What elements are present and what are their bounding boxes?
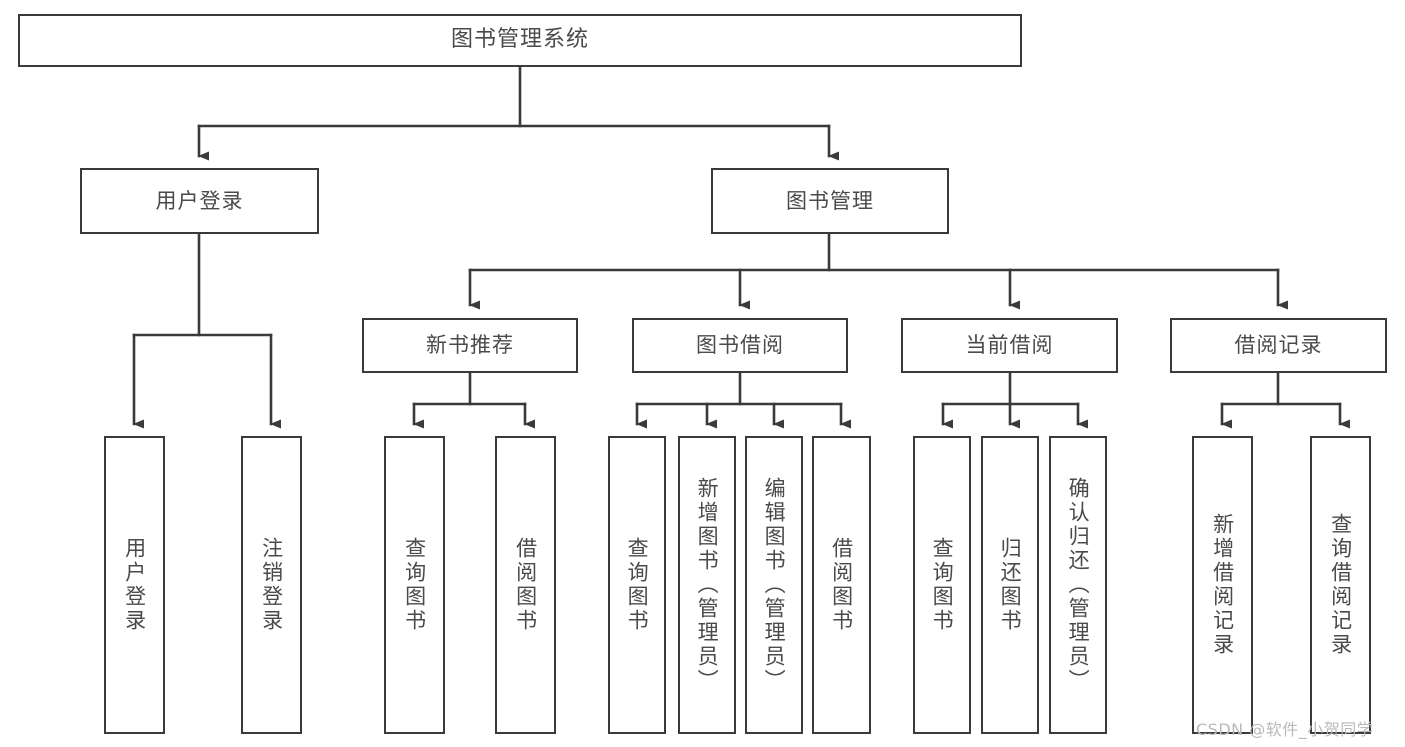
node-current-borrow[interactable]: 当前借阅 [901, 318, 1118, 373]
node-root-label: 图书管理系统 [450, 27, 589, 53]
node-current-borrow-label: 当前借阅 [965, 333, 1054, 358]
node-book-borrow-label: 图书借阅 [696, 333, 784, 358]
leaf-query-book-1[interactable]: 查询图书 [384, 436, 445, 734]
leaf-borrow-book-1-label: 借阅图书 [513, 537, 538, 633]
node-user-login[interactable]: 用户登录 [80, 168, 319, 234]
leaf-query-record[interactable]: 查询借阅记录 [1310, 436, 1371, 734]
leaf-return-book[interactable]: 归还图书 [981, 436, 1039, 734]
leaf-add-record-label: 新增借阅记录 [1210, 513, 1235, 657]
leaf-add-book[interactable]: 新增图书（管理员） [678, 436, 736, 734]
node-user-login-label: 用户登录 [155, 188, 244, 213]
watermark-text: CSDN @软件_小贺同学 [1196, 720, 1374, 739]
leaf-query-book-2[interactable]: 查询图书 [608, 436, 666, 734]
leaf-borrow-book-1[interactable]: 借阅图书 [495, 436, 556, 734]
node-new-book-rec[interactable]: 新书推荐 [362, 318, 578, 373]
leaf-query-book-3-label: 查询图书 [930, 537, 955, 633]
node-borrow-record[interactable]: 借阅记录 [1170, 318, 1387, 373]
leaf-logout-login-label: 注销登录 [259, 537, 284, 633]
leaf-user-login-label: 用户登录 [122, 537, 147, 633]
node-borrow-record-label: 借阅记录 [1234, 333, 1323, 358]
leaf-query-book-2-label: 查询图书 [625, 537, 650, 633]
node-book-manage[interactable]: 图书管理 [711, 168, 949, 234]
leaf-borrow-book-2[interactable]: 借阅图书 [812, 436, 871, 734]
leaf-add-record[interactable]: 新增借阅记录 [1192, 436, 1253, 734]
node-book-manage-label: 图书管理 [786, 188, 874, 213]
leaf-query-record-label: 查询借阅记录 [1328, 513, 1353, 657]
node-root[interactable]: 图书管理系统 [18, 14, 1022, 67]
leaf-logout-login[interactable]: 注销登录 [241, 436, 302, 734]
leaf-query-book-1-label: 查询图书 [402, 537, 427, 633]
leaf-borrow-book-2-label: 借阅图书 [829, 537, 854, 633]
node-new-book-rec-label: 新书推荐 [426, 333, 514, 358]
leaf-return-book-label: 归还图书 [998, 537, 1023, 633]
leaf-add-book-label: 新增图书（管理员） [695, 477, 720, 693]
leaf-user-login[interactable]: 用户登录 [104, 436, 165, 734]
leaf-edit-book[interactable]: 编辑图书（管理员） [745, 436, 803, 734]
leaf-confirm-return[interactable]: 确认归还（管理员） [1049, 436, 1107, 734]
leaf-edit-book-label: 编辑图书（管理员） [762, 477, 787, 693]
leaf-query-book-3[interactable]: 查询图书 [913, 436, 971, 734]
node-book-borrow[interactable]: 图书借阅 [632, 318, 848, 373]
leaf-confirm-return-label: 确认归还（管理员） [1066, 477, 1091, 693]
